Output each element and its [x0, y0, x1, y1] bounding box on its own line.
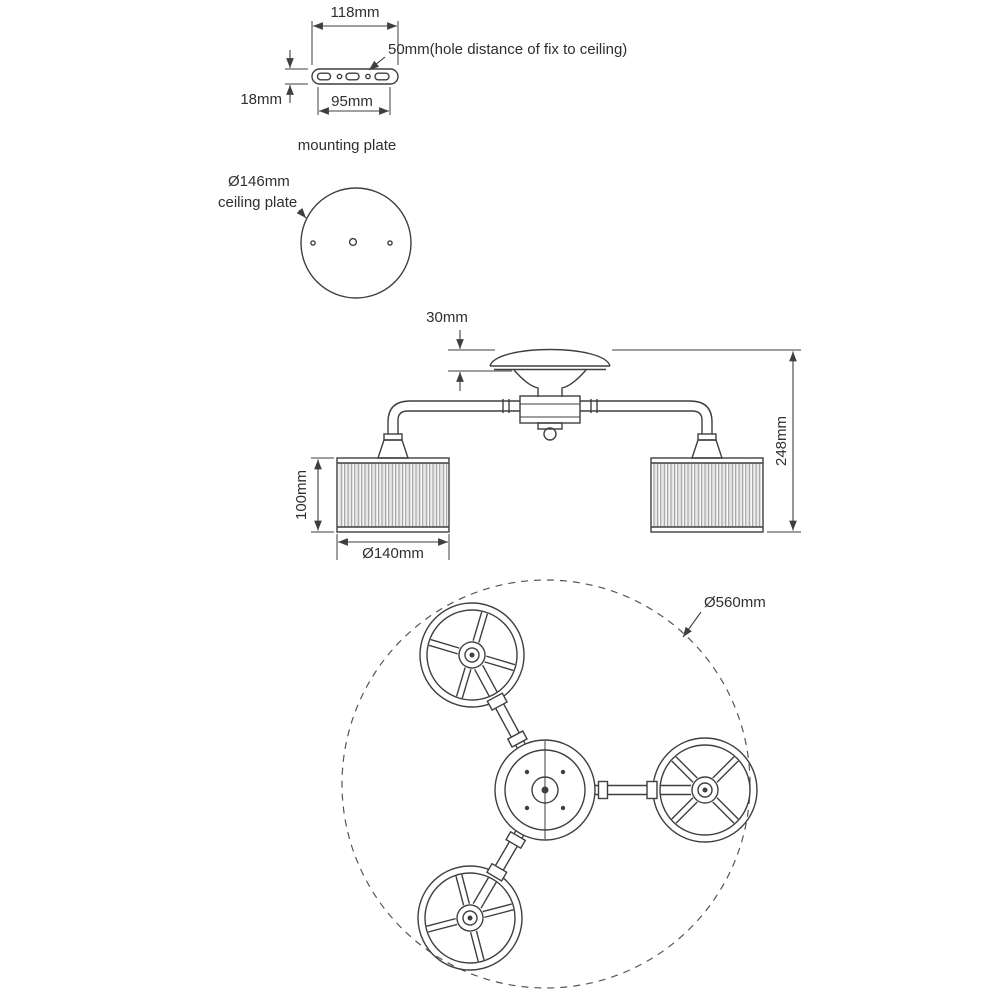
mounting-plate-outline — [311, 68, 399, 85]
leader-ceiling-plate — [296, 208, 307, 219]
plan-shade-bottom — [399, 842, 544, 990]
right-shade-pleats — [652, 463, 762, 527]
plan-hub-outer — [494, 739, 596, 841]
overall-diameter-circle — [341, 579, 751, 989]
mounting-plate-view: 118mm 50mm(hole distance of fix to ceili… — [240, 4, 627, 154]
right-shade — [650, 457, 764, 533]
mounting-slot-left — [316, 72, 332, 81]
central-hub-body — [519, 395, 581, 424]
ceiling-plate-hole-right — [387, 240, 393, 246]
mounting-plate-caption: mounting plate — [298, 137, 396, 154]
dim-label-plate-width: 118mm — [331, 4, 380, 21]
top-view: Ø560mm — [341, 579, 766, 990]
ceiling-plate-caption: ceiling plate — [218, 194, 297, 211]
mounting-hole-left — [336, 73, 343, 80]
left-shade-fitting — [383, 433, 403, 441]
ceiling-plate-outline — [300, 187, 412, 299]
dim-label-ceiling-plate-diameter: Ø146mm — [228, 173, 290, 190]
right-arm — [580, 400, 713, 434]
arm-collar-right — [597, 780, 609, 800]
left-arm — [387, 400, 520, 434]
mounting-hole-right — [365, 73, 371, 80]
finial-ball — [543, 427, 557, 441]
ceiling-plate-view: Ø146mm ceiling plate — [218, 173, 412, 299]
left-shade — [336, 457, 450, 533]
plan-shade-upper-left — [402, 585, 546, 731]
mounting-slot-right — [374, 72, 390, 81]
front-view: 30mm 248mm 100mm Ø140mm — [293, 309, 801, 562]
dim-label-hole-note: 50mm(hole distance of fix to ceiling) — [388, 41, 627, 58]
plan-hub-center-dot — [541, 786, 549, 794]
right-shade-fitting — [697, 433, 717, 441]
arm-collar-upper-left — [506, 730, 528, 748]
leader-50mm — [368, 56, 386, 71]
plan-hub-center-ring — [531, 776, 559, 804]
dim-label-canopy-height: 30mm — [426, 309, 468, 326]
ceiling-plate-center-hole — [348, 237, 358, 247]
canopy-dome — [489, 348, 611, 367]
left-shade-pleats — [338, 463, 448, 527]
dim-label-shade-height: 100mm — [293, 470, 310, 520]
plan-shade-right — [647, 738, 757, 842]
ceiling-plate-hole-left — [310, 240, 316, 246]
plan-hub-inner — [504, 749, 586, 831]
mounting-slot-center — [345, 72, 360, 81]
dim-label-overall-diameter: Ø560mm — [704, 594, 766, 611]
dim-label-shade-diameter: Ø140mm — [362, 545, 424, 562]
dim-label-overall-height: 248mm — [773, 416, 790, 466]
dim-label-plate-thickness: 18mm — [240, 91, 282, 108]
arm-collar-bottom — [505, 830, 527, 850]
leader-560mm — [682, 611, 702, 638]
dim-label-hole-span: 95mm — [331, 93, 373, 110]
